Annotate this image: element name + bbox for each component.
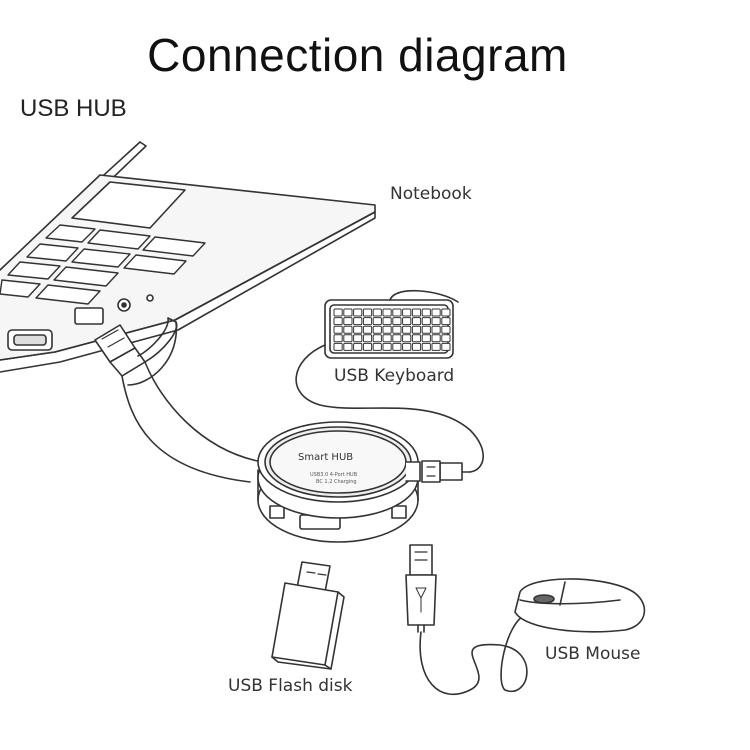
keyboard-key bbox=[392, 342, 402, 351]
hub-spec-line1: USB3.0 4-Port HUB bbox=[310, 472, 358, 478]
keyboard-key bbox=[353, 334, 363, 343]
flash-disk-label: USB Flash disk bbox=[228, 676, 353, 696]
keyboard-key bbox=[392, 317, 402, 326]
keyboard-key bbox=[421, 308, 431, 317]
keyboard-key bbox=[353, 317, 363, 326]
notebook-label: Notebook bbox=[390, 184, 472, 204]
keyboard-key bbox=[382, 342, 392, 351]
keyboard-key bbox=[333, 342, 343, 351]
keyboard-label: USB Keyboard bbox=[334, 366, 455, 386]
keyboard-key bbox=[411, 325, 422, 334]
keyboard-key bbox=[372, 308, 382, 317]
mouse-label: USB Mouse bbox=[545, 644, 641, 664]
hub-spec-line2: BC 1.2 Charging bbox=[316, 479, 357, 485]
keyboard-key bbox=[392, 334, 402, 343]
keyboard-key bbox=[362, 308, 373, 317]
keyboard-key bbox=[441, 342, 451, 351]
keyboard-key bbox=[411, 334, 422, 343]
keyboard-key bbox=[411, 317, 422, 326]
keyboard-key bbox=[431, 325, 441, 334]
keyboard-illustration bbox=[295, 289, 484, 483]
keyboard-key bbox=[402, 334, 412, 343]
keyboard-key bbox=[343, 308, 353, 317]
keyboard-key bbox=[343, 342, 353, 351]
keyboard-key bbox=[382, 334, 392, 343]
keyboard-key bbox=[372, 317, 382, 326]
keyboard-key bbox=[402, 308, 412, 317]
keyboard-key bbox=[343, 317, 353, 326]
keyboard-key bbox=[402, 317, 412, 326]
keyboard-key bbox=[441, 317, 451, 326]
keyboard-key bbox=[431, 308, 441, 317]
keyboard-key bbox=[372, 342, 382, 351]
mouse-illustration bbox=[405, 544, 646, 696]
keyboard-key bbox=[333, 308, 343, 317]
flash-disk-illustration bbox=[271, 561, 345, 670]
keyboard-key bbox=[402, 325, 412, 334]
keyboard-key bbox=[353, 308, 363, 317]
keyboard-key bbox=[421, 334, 431, 343]
hub-brand-label: Smart HUB bbox=[298, 452, 354, 463]
keyboard-key bbox=[362, 325, 373, 334]
keyboard-key bbox=[372, 325, 382, 334]
keyboard-key bbox=[392, 325, 402, 334]
keyboard-key bbox=[441, 334, 451, 343]
keyboard-key bbox=[343, 334, 353, 343]
keyboard-key bbox=[441, 325, 451, 334]
keyboard-key bbox=[362, 342, 373, 351]
keyboard-key bbox=[382, 325, 392, 334]
keyboard-key bbox=[392, 308, 402, 317]
keyboard-key bbox=[382, 308, 392, 317]
keyboard-key bbox=[411, 342, 422, 351]
page-subtitle: USB HUB bbox=[20, 95, 127, 122]
keyboard-key bbox=[421, 325, 431, 334]
keyboard-key bbox=[353, 325, 363, 334]
hub-cable bbox=[94, 317, 263, 483]
keyboard-key bbox=[372, 334, 382, 343]
page-title: Connection diagram bbox=[147, 29, 568, 81]
keyboard-key bbox=[362, 334, 373, 343]
keyboard-key bbox=[431, 342, 441, 351]
keyboard-key bbox=[353, 342, 363, 351]
keyboard-key bbox=[441, 308, 451, 317]
keyboard-key bbox=[333, 325, 343, 334]
keyboard-key bbox=[343, 325, 353, 334]
keyboard-key bbox=[411, 308, 422, 317]
keyboard-key bbox=[333, 317, 343, 326]
keyboard-key bbox=[333, 334, 343, 343]
keyboard-key bbox=[421, 342, 431, 351]
keyboard-key bbox=[421, 317, 431, 326]
keyboard-key bbox=[431, 317, 441, 326]
keyboard-key bbox=[362, 317, 373, 326]
keyboard-key bbox=[402, 342, 412, 351]
keyboard-key bbox=[431, 334, 441, 343]
keyboard-key bbox=[382, 317, 392, 326]
notebook-illustration bbox=[0, 141, 376, 373]
